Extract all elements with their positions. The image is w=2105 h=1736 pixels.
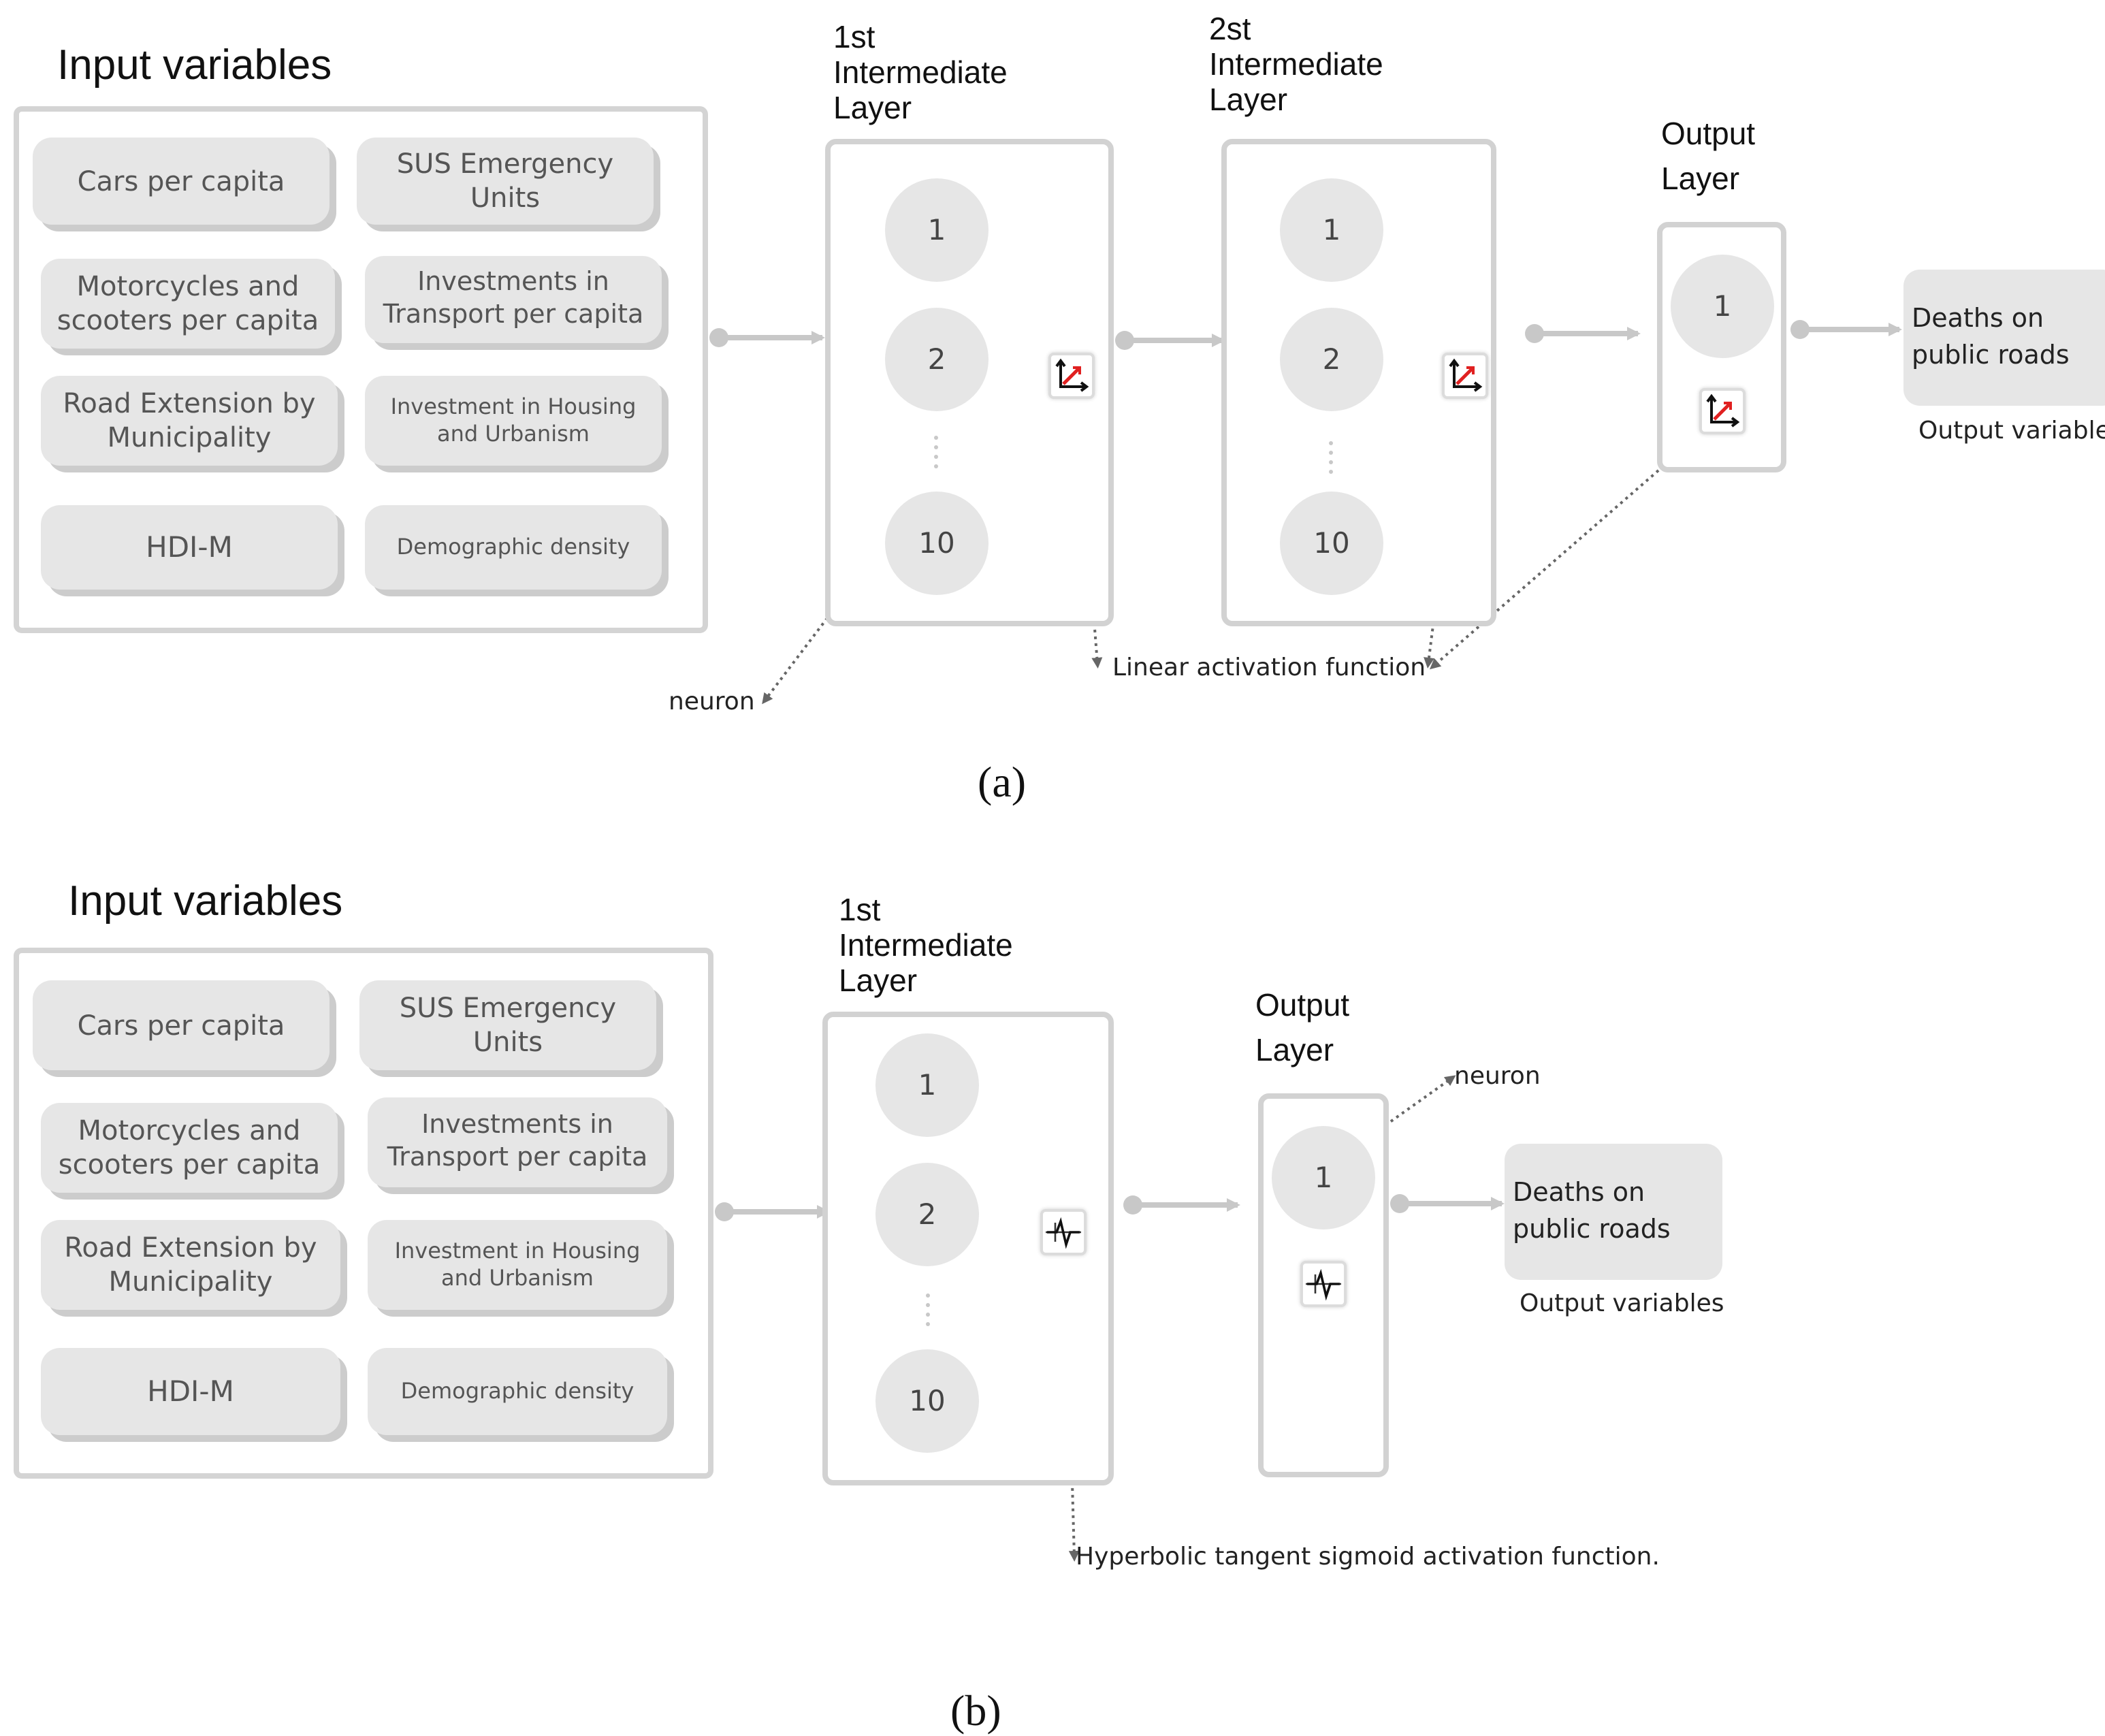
tansig-activation-icon: [1040, 1209, 1087, 1255]
input-investment-housing-b: Investment in Housing and Urbanism: [368, 1220, 667, 1310]
neuron-1-b: 1: [875, 1033, 979, 1137]
neuron-10-layer2-a: 10: [1280, 492, 1383, 595]
activation-label-a: Linear activation function: [1112, 654, 1426, 682]
neuron-label-a: neuron: [669, 688, 755, 716]
input-demographic-density-b: Demographic density: [368, 1348, 667, 1435]
input-road-extension-b: Road Extension by Municipality: [41, 1220, 340, 1310]
input-investment-housing-a: Investment in Housing and Urbanism: [365, 376, 662, 466]
input-cars-per-capita-a: Cars per capita: [33, 138, 330, 225]
neuron-2-a: 2: [885, 308, 989, 411]
input-hdi-m-a: HDI-M: [41, 505, 338, 590]
neuron-10-a: 10: [885, 492, 989, 595]
output-deaths-box-a: Deaths on public roads: [1903, 270, 2105, 406]
output-deaths-box-b: Deaths on public roads: [1505, 1144, 1722, 1280]
tansig-activation-icon: [1300, 1261, 1347, 1307]
ellipsis-dots: [1329, 441, 1334, 479]
input-sus-emergency-units-a: SUS Emergency Units: [357, 138, 654, 225]
input-motorcycles-b: Motorcycles and scooters per capita: [41, 1103, 338, 1193]
neuron-1-layer2-a: 1: [1280, 178, 1383, 282]
output-neuron-b: 1: [1272, 1126, 1375, 1229]
ellipsis-dots: [926, 1293, 931, 1332]
layer1-title-b: 1st Intermediate Layer: [839, 892, 1013, 998]
linear-activation-icon: [1442, 353, 1488, 399]
neuron-2-layer2-a: 2: [1280, 308, 1383, 411]
output-variables-label-b: Output variables: [1520, 1289, 1724, 1318]
input-demographic-density-a: Demographic density: [365, 505, 662, 590]
input-investments-transport-b: Investments in Transport per capita: [368, 1097, 667, 1187]
output-variables-label-a: Output variables: [1918, 417, 2105, 445]
input-cars-per-capita-b: Cars per capita: [33, 980, 330, 1070]
output-neuron-a: 1: [1671, 255, 1774, 358]
neuron-2-b: 2: [875, 1163, 979, 1266]
caption-b: (b): [950, 1686, 1001, 1735]
inputs-title-b: Input variables: [68, 877, 343, 925]
input-hdi-m-b: HDI-M: [41, 1348, 340, 1435]
linear-activation-icon: [1048, 353, 1095, 399]
input-road-extension-a: Road Extension by Municipality: [41, 376, 338, 466]
layer1-title-a: 1st Intermediate Layer: [833, 19, 1008, 125]
caption-a: (a): [978, 757, 1027, 806]
output-layer-title-a: Output Layer: [1661, 116, 1756, 196]
input-investments-transport-a: Investments in Transport per capita: [365, 256, 662, 343]
activation-label-b: Hyperbolic tangent sigmoid activation fu…: [1076, 1543, 1660, 1571]
neuron-10-b: 10: [875, 1349, 979, 1453]
neuron-1-a: 1: [885, 178, 989, 282]
input-motorcycles-a: Motorcycles and scooters per capita: [41, 259, 335, 349]
layer2-title-a: 2st Intermediate Layer: [1209, 11, 1383, 117]
output-layer-title-b: Output Layer: [1255, 987, 1350, 1067]
linear-activation-icon: [1699, 388, 1746, 434]
input-sus-emergency-units-b: SUS Emergency Units: [359, 980, 656, 1070]
ellipsis-dots: [934, 436, 939, 474]
neuron-label-b: neuron: [1454, 1062, 1541, 1091]
inputs-title-a: Input variables: [57, 41, 332, 89]
